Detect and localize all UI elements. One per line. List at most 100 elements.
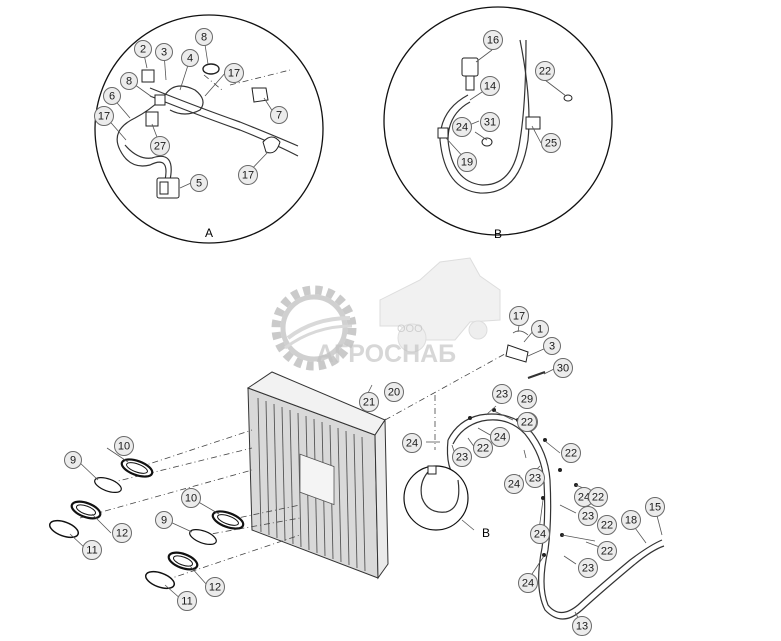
callout-number: 8 bbox=[201, 32, 207, 44]
callout-bubble bbox=[509, 306, 529, 326]
callout-number: 22 bbox=[539, 66, 551, 78]
radiator-assembly bbox=[79, 330, 546, 581]
callout-number: 11 bbox=[181, 596, 192, 608]
callout-number: 25 bbox=[545, 138, 557, 150]
callout-number: 18 bbox=[625, 515, 637, 527]
callout-bubble bbox=[517, 389, 537, 409]
lens-9-b bbox=[189, 529, 217, 545]
callout-bubble bbox=[531, 320, 549, 338]
callout-number: 7 bbox=[276, 110, 282, 122]
callout-bubble bbox=[64, 451, 82, 469]
callout-bubble bbox=[134, 40, 152, 58]
detail-a-hose-loop bbox=[164, 85, 204, 115]
bezel-10-b bbox=[211, 510, 245, 530]
callout-number: 29 bbox=[521, 394, 533, 406]
callout-bubble bbox=[94, 106, 114, 126]
callout-number: 22 bbox=[521, 417, 533, 429]
callout-bubble bbox=[359, 392, 379, 412]
callout-number: 3 bbox=[549, 341, 555, 353]
detail-b-inline bbox=[403, 465, 469, 531]
callout-number: 9 bbox=[70, 455, 76, 467]
callout-bubble bbox=[572, 616, 592, 636]
bezel-parts bbox=[48, 458, 245, 590]
callout-number: 5 bbox=[196, 178, 202, 190]
callout-bubble bbox=[195, 28, 213, 46]
callout-bubble bbox=[270, 106, 288, 124]
callout-number: 11 bbox=[86, 545, 97, 557]
callout-bubble bbox=[190, 174, 208, 192]
callout-number: 17 bbox=[242, 170, 254, 182]
callout-bubble bbox=[588, 487, 608, 507]
callout-number: 15 bbox=[649, 502, 661, 514]
callout-number: 19 bbox=[461, 157, 473, 169]
callout-bubble bbox=[452, 117, 472, 137]
callout-number: 22 bbox=[565, 448, 577, 460]
callout-number: 22 bbox=[592, 492, 604, 504]
lamp-11-a bbox=[48, 519, 80, 539]
bezel-10-a bbox=[120, 458, 154, 478]
detail-b-reference-label: B bbox=[482, 526, 490, 540]
callout-bubble bbox=[82, 540, 102, 560]
callout-number: 22 bbox=[601, 520, 613, 532]
watermark-company-name: АГРОСНАБ bbox=[316, 340, 456, 368]
callout-bubble bbox=[384, 382, 404, 402]
callout-number: 17 bbox=[513, 311, 525, 323]
callout-bubble bbox=[490, 427, 510, 447]
detail-a-label: A bbox=[205, 226, 213, 240]
callout-bubble bbox=[150, 136, 170, 156]
callout-number: 14 bbox=[484, 81, 496, 93]
callout-bubble bbox=[114, 436, 134, 456]
callout-bubble bbox=[480, 112, 500, 132]
callout-number: 9 bbox=[161, 515, 167, 527]
callout-bubble bbox=[480, 76, 500, 96]
lens-9-a bbox=[94, 477, 122, 493]
callout-number: 23 bbox=[582, 563, 594, 575]
callout-number: 16 bbox=[487, 35, 499, 47]
callout-number: 24 bbox=[534, 529, 546, 541]
callout-bubble bbox=[155, 43, 173, 61]
callout-bubble bbox=[452, 447, 472, 467]
callout-bubble bbox=[535, 61, 555, 81]
callout-bubble bbox=[525, 468, 545, 488]
callout-bubble bbox=[103, 87, 121, 105]
callout-bubble bbox=[483, 30, 503, 50]
detail-b-label: B bbox=[494, 227, 502, 241]
callout-number: 27 bbox=[154, 141, 166, 153]
callout-bubble bbox=[543, 337, 561, 355]
callout-bubble bbox=[177, 591, 197, 611]
callout-bubble bbox=[578, 506, 598, 526]
callout-number: 24 bbox=[494, 432, 506, 444]
callout-bubble bbox=[238, 165, 258, 185]
main-callouts: 1713302921202322242422232222232422242322… bbox=[64, 306, 665, 636]
callout-number: 12 bbox=[209, 582, 221, 594]
detail-a-hose-main bbox=[149, 88, 299, 152]
callout-number: 4 bbox=[187, 53, 193, 65]
callout-bubble bbox=[402, 433, 422, 453]
callout-bubble bbox=[492, 384, 512, 404]
callout-bubble bbox=[621, 510, 641, 530]
detail-a-ring-8 bbox=[202, 63, 220, 75]
callout-number: 10 bbox=[118, 441, 130, 453]
bezel-12-b bbox=[167, 551, 199, 571]
watermark-prefix: ООО bbox=[397, 323, 423, 335]
callout-number: 24 bbox=[406, 438, 418, 450]
callout-bubble bbox=[561, 443, 581, 463]
callout-number: 23 bbox=[456, 452, 468, 464]
callout-number: 17 bbox=[98, 111, 110, 123]
callout-number: 1 bbox=[537, 324, 543, 336]
callout-bubble bbox=[518, 573, 538, 593]
callout-number: 24 bbox=[456, 122, 468, 134]
lamp-11-b bbox=[144, 570, 176, 590]
callout-number: 24 bbox=[508, 479, 520, 491]
callout-number: 8 bbox=[126, 76, 132, 88]
callout-bubble bbox=[155, 511, 173, 529]
watermark-logo: ООО АГРОСНАБ bbox=[271, 257, 501, 371]
detail-a-connector-2 bbox=[141, 69, 155, 83]
callout-number: 23 bbox=[529, 473, 541, 485]
callout-bubble bbox=[645, 497, 665, 517]
callout-number: 21 bbox=[363, 397, 375, 409]
callout-bubble bbox=[530, 524, 550, 544]
detail-a bbox=[94, 14, 324, 244]
